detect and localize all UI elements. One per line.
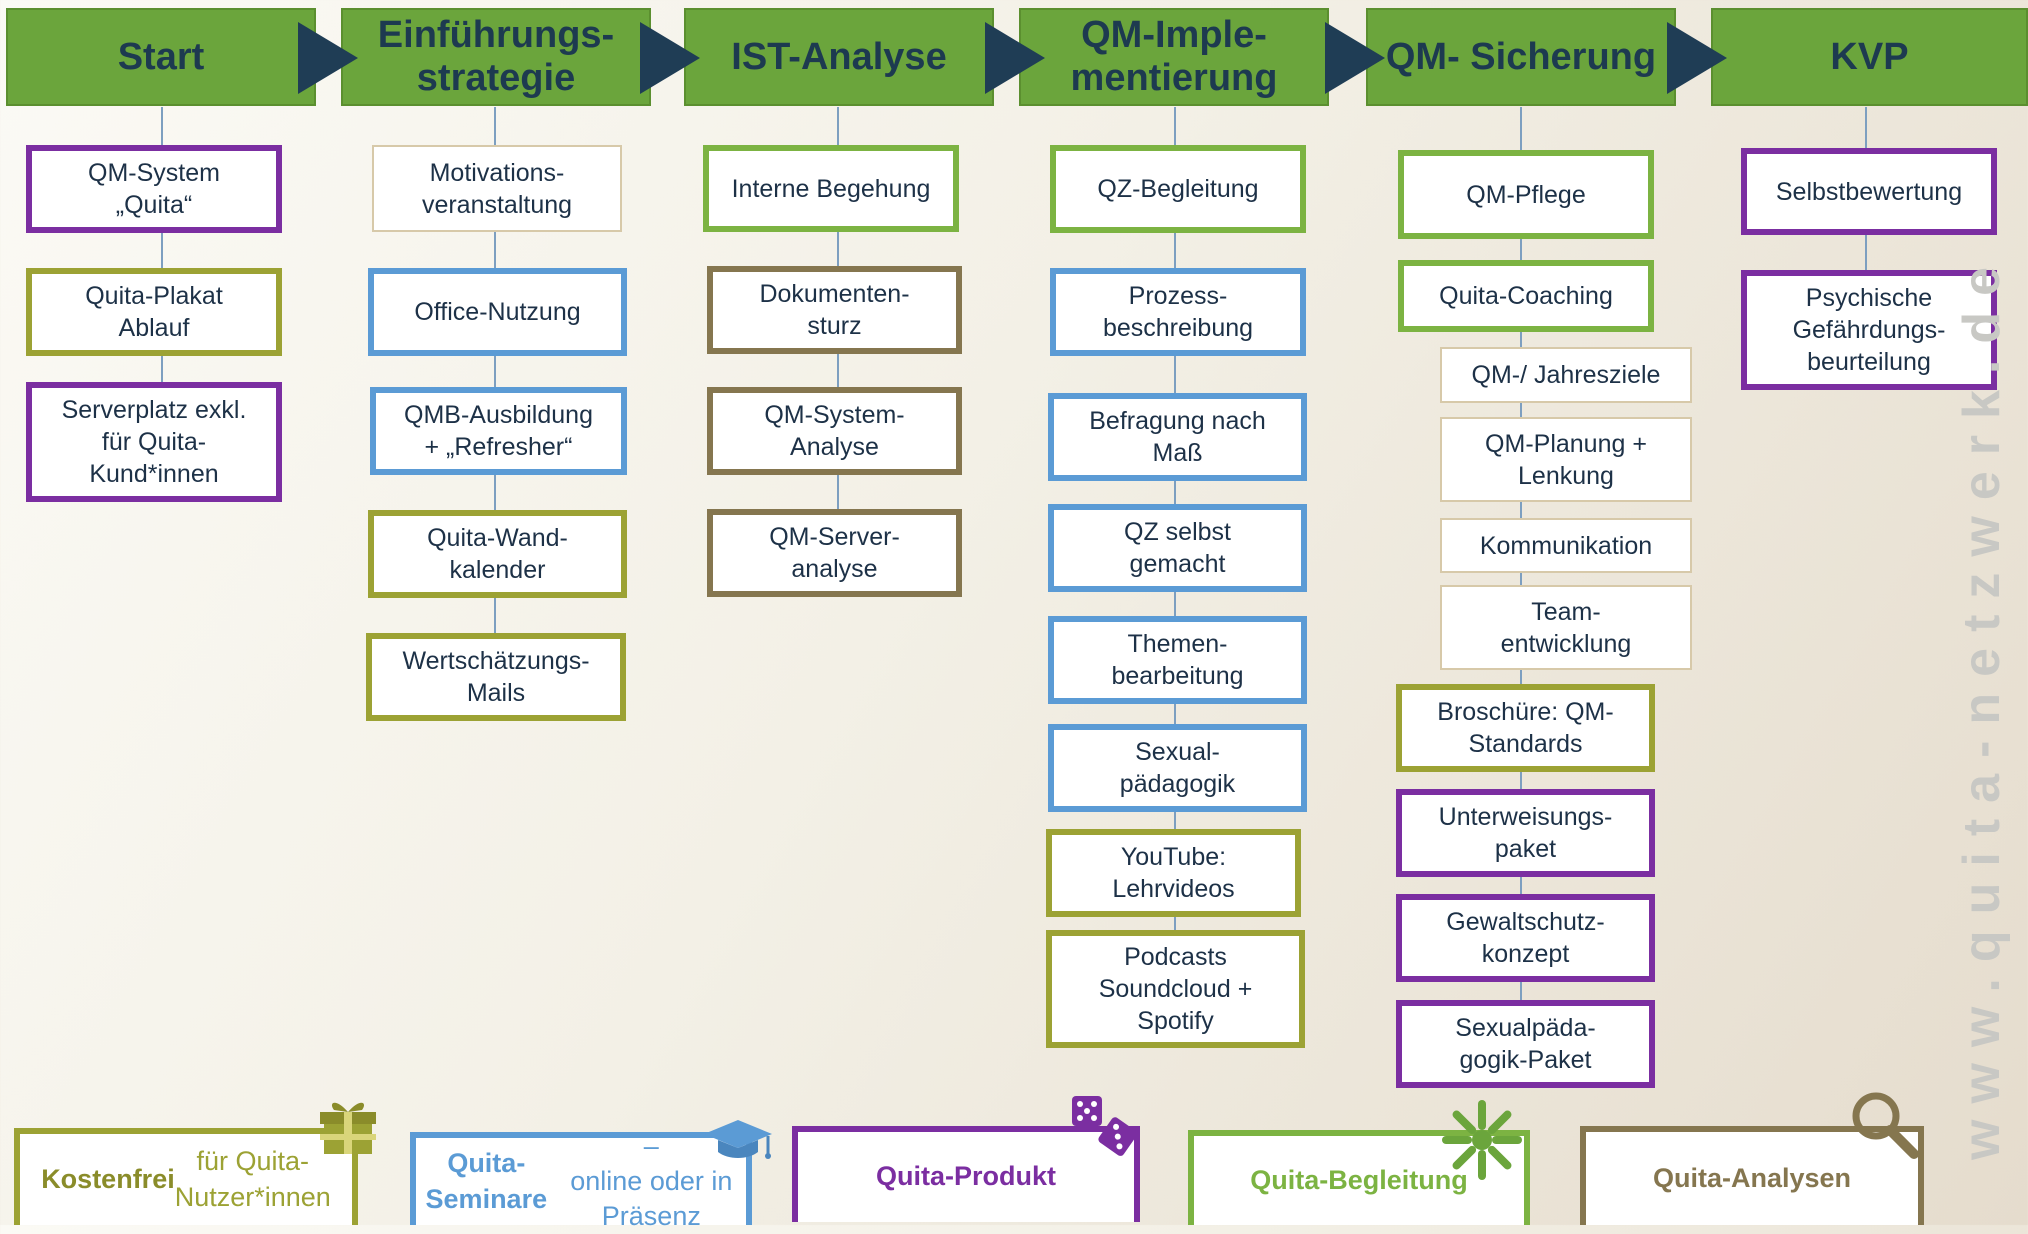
phase-header-start: Start — [6, 8, 316, 106]
step-qm-pflege[interactable]: QM-Pflege — [1398, 150, 1654, 239]
legend-label-bold: Quita-Begleitung — [1250, 1164, 1468, 1195]
graduation-cap-icon — [702, 1118, 774, 1167]
step-quita-wand-kalender[interactable]: Quita-Wand- kalender — [368, 510, 627, 598]
step-psychische-gefaehrdungs-beurteilung[interactable]: Psychische Gefährdungs- beurteilung — [1741, 270, 1997, 390]
step-quita-coaching[interactable]: Quita-Coaching — [1398, 260, 1654, 332]
legend-label-bold: Quita-Seminare — [425, 1148, 548, 1214]
phase-header-kvp: KVP — [1711, 8, 2028, 106]
watermark-url: www.quita-netzwerk.de — [1953, 250, 2011, 1160]
team-hands-icon — [1442, 1100, 1522, 1185]
step-qmb-ausbildung-refresher[interactable]: QMB-Ausbildung + „Refresher“ — [370, 387, 627, 475]
step-sexual-paedagogik[interactable]: Sexual- pädagogik — [1048, 724, 1307, 812]
step-unterweisungs-paket[interactable]: Unterweisungs- paket — [1396, 789, 1655, 877]
step-wertschaetzungs-mails[interactable]: Wertschätzungs- Mails — [366, 633, 626, 721]
step-youtube-lehrvideos[interactable]: YouTube: Lehrvideos — [1046, 829, 1301, 917]
step-interne-begehung[interactable]: Interne Begehung — [703, 145, 959, 232]
step-qm-system-quita[interactable]: QM-System „Quita“ — [26, 145, 282, 233]
step-prozess-beschreibung[interactable]: Prozess- beschreibung — [1050, 268, 1306, 356]
step-qz-begleitung[interactable]: QZ-Begleitung — [1050, 145, 1306, 233]
step-serverplatz-exkl-fuer-quita-kund-innen[interactable]: Serverplatz exkl. für Quita- Kund*innen — [26, 382, 282, 502]
step-qm-system-analyse[interactable]: QM-System- Analyse — [707, 387, 962, 475]
phase-arrow-icon — [640, 22, 700, 94]
dice-icon — [1070, 1094, 1140, 1165]
legend-quita-produkt: Quita-Produkt — [792, 1126, 1140, 1222]
legend-label-bold: Quita-Produkt — [876, 1161, 1056, 1192]
phase-header-einfuehrungs-strategie: Einführungs- strategie — [341, 8, 651, 106]
column-connector — [1520, 107, 1522, 1044]
phase-header-qm-imple-mentierung: QM-Imple- mentierung — [1019, 8, 1329, 106]
step-qm-jahresziele[interactable]: QM-/ Jahresziele — [1440, 347, 1692, 403]
step-befragung-nach-mass[interactable]: Befragung nach Maß — [1048, 393, 1307, 481]
step-sexualpaeda-gogik-paket[interactable]: Sexualpäda- gogik-Paket — [1396, 1000, 1655, 1088]
step-gewaltschutz-konzept[interactable]: Gewaltschutz- konzept — [1396, 894, 1655, 982]
phase-arrow-icon — [985, 22, 1045, 94]
step-dokumenten-sturz[interactable]: Dokumenten- sturz — [707, 266, 962, 354]
phase-arrow-icon — [298, 22, 358, 94]
legend-label-rest: für Quita- Nutzer*innen — [174, 1146, 331, 1212]
step-team-entwicklung[interactable]: Team- entwicklung — [1440, 585, 1692, 670]
legend-quita-seminare: Quita-Seminare – online oder in Präsenz — [410, 1131, 752, 1231]
step-motivations-veranstaltung[interactable]: Motivations- veranstaltung — [372, 145, 622, 232]
gift-icon — [320, 1098, 376, 1163]
phase-arrow-icon — [1667, 22, 1727, 94]
step-kommunikation[interactable]: Kommunikation — [1440, 518, 1692, 573]
phase-arrow-icon — [1325, 22, 1385, 94]
step-qm-planung-lenkung[interactable]: QM-Planung + Lenkung — [1440, 417, 1692, 502]
phase-header-qm-sicherung: QM- Sicherung — [1366, 8, 1676, 106]
legend-quita-analysen: Quita-Analysen — [1580, 1126, 1924, 1225]
legend-label-bold: Quita-Analysen — [1652, 1162, 1852, 1193]
step-selbstbewertung[interactable]: Selbstbewertung — [1741, 148, 1997, 235]
step-podcasts-soundcloud-spotify[interactable]: Podcasts Soundcloud + Spotify — [1046, 930, 1305, 1048]
legend-quita-begleitung: Quita-Begleitung — [1188, 1130, 1530, 1225]
legend-label-bold: Kostenfrei — [41, 1163, 175, 1194]
phase-header-ist-analyse: IST-Analyse — [684, 8, 994, 106]
legend-kostenfrei: Kostenfrei für Quita- Nutzer*innen — [14, 1128, 358, 1225]
step-office-nutzung[interactable]: Office-Nutzung — [368, 268, 627, 356]
step-quita-plakat-ablauf[interactable]: Quita-Plakat Ablauf — [26, 268, 282, 356]
step-qz-selbst-gemacht[interactable]: QZ selbst gemacht — [1048, 504, 1307, 592]
step-themen-bearbeitung[interactable]: Themen- bearbeitung — [1048, 616, 1307, 704]
step-qm-server-analyse[interactable]: QM-Server- analyse — [707, 509, 962, 597]
magnifier-icon — [1850, 1090, 1920, 1165]
step-broschuere-qm-standards[interactable]: Broschüre: QM- Standards — [1396, 684, 1655, 772]
